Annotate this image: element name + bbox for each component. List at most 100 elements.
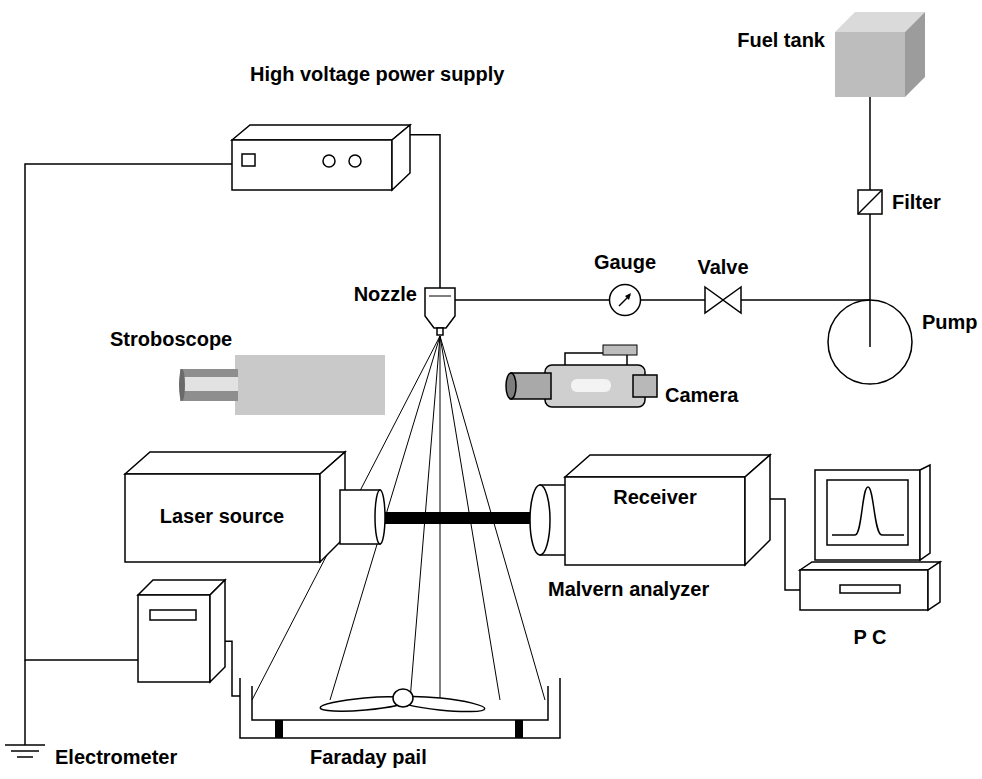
camera: Camera [505, 345, 660, 420]
receiver: ReceiverMalvern analyzer [530, 455, 770, 565]
ground-wire [25, 164, 232, 660]
pump-symbol: Pump [825, 292, 915, 387]
fuel-tank-outline [835, 12, 925, 97]
part-label: Stroboscope [110, 327, 232, 351]
electrometer: Electrometer [138, 580, 225, 682]
fuel-pipe [869, 97, 871, 190]
signal-cable [225, 641, 240, 696]
part-label: Nozzle [354, 282, 417, 306]
nozzle-outline-part [437, 328, 443, 335]
ground-bar [5, 744, 45, 746]
ground-symbol [5, 660, 45, 757]
receiver-outline-part [530, 485, 550, 555]
faraday-pail-outline [240, 668, 560, 738]
computer-outline-part [815, 470, 920, 560]
receiver-outline-part [565, 455, 770, 477]
electrometer-outline [138, 580, 225, 682]
laser-source-outline-part [375, 490, 385, 544]
faraday-pail: Faraday pail [240, 668, 560, 738]
nozzle-outline-part [425, 288, 455, 328]
laser-source-outline-part [125, 452, 345, 474]
part-label: Gauge [594, 250, 656, 274]
faraday-pail-outline-part [393, 689, 413, 707]
power-supply-outline-part [392, 125, 410, 190]
part-label: Receiver [613, 485, 696, 509]
laser-source-outline-part [125, 474, 320, 562]
ground-bar [17, 756, 33, 758]
hv-wire [410, 135, 440, 288]
part-label: Fuel tank [737, 28, 825, 52]
power-supply-outline-part [349, 155, 361, 167]
stroboscope-outline-part [179, 369, 185, 401]
power-supply-outline-part [232, 125, 410, 140]
receiver-outline-part [745, 455, 770, 565]
pump-symbol-outline-part [825, 299, 870, 301]
part-label: Faraday pail [310, 745, 427, 769]
filter-symbol-outline-part [858, 190, 882, 214]
nozzle-outline [425, 288, 455, 336]
computer-outline-part [840, 585, 900, 593]
pressure-gauge-outline [609, 284, 641, 316]
fuel-pipe [741, 299, 825, 301]
computer-outline-part [832, 487, 904, 535]
part-label: Malvern analyzer [548, 577, 709, 601]
pump-symbol-outline-part [869, 292, 871, 347]
electrometer-outline-part [138, 595, 210, 682]
computer-outline-part [928, 562, 940, 610]
camera-outline-part [633, 375, 657, 397]
faraday-pail-outline-part [252, 686, 548, 720]
power-supply-outline-part [323, 155, 335, 167]
camera-outline-part [511, 373, 551, 399]
computer-outline-part [800, 562, 940, 570]
ground-wire [24, 660, 26, 745]
fuel-pipe [641, 299, 705, 301]
laser-beam [385, 512, 530, 524]
fuel-pipe [869, 214, 871, 292]
valve-symbol-outline-part [705, 287, 741, 313]
power-supply-outline-part [232, 140, 392, 190]
faraday-pail-outline-part [240, 678, 560, 738]
computer-outline-part [800, 570, 928, 610]
camera-outline [505, 345, 660, 420]
camera-outline-part [571, 379, 611, 392]
part-label: Pump [922, 310, 978, 334]
part-label: P C [854, 625, 887, 649]
filter-symbol-outline-part [858, 190, 882, 214]
pump-symbol-outline [825, 292, 915, 387]
pressure-gauge-outline-part [625, 293, 631, 300]
pressure-gauge-outline-part [610, 285, 641, 316]
laser-source: Laser source [125, 452, 385, 562]
electrometer-outline-part [210, 580, 225, 682]
faraday-pail-outline-part [515, 720, 523, 738]
stroboscope: Stroboscope [180, 355, 385, 415]
nozzle: Nozzle [425, 288, 455, 336]
stroboscope-outline [180, 355, 385, 415]
fuel-tank-outline-part [835, 32, 905, 97]
part-label: High voltage power supply [250, 62, 504, 86]
signal-cable [770, 499, 800, 590]
stroboscope-outline-part [180, 369, 238, 401]
part-label: Filter [892, 190, 941, 214]
valve-symbol-outline [705, 287, 741, 313]
fuel-tank-outline-part [905, 12, 925, 97]
fuel-pipe [455, 299, 609, 301]
ground-bar [11, 750, 39, 752]
power-supply: High voltage power supply [232, 125, 410, 190]
receiver-outline-part [565, 477, 745, 565]
computer: P C [800, 465, 940, 615]
part-label: Laser source [160, 504, 285, 528]
electrometer-outline-part [150, 610, 196, 620]
laser-source-outline-part [340, 490, 380, 544]
valve-symbol: Valve [705, 287, 741, 313]
nozzle-outline-part [429, 296, 451, 297]
faraday-pail-outline-part [275, 720, 283, 738]
filter-symbol-outline [858, 190, 882, 214]
fuel-tank: Fuel tank [835, 12, 925, 97]
stroboscope-outline-part [235, 355, 385, 415]
camera-outline-part [603, 345, 637, 355]
computer-outline [800, 465, 940, 615]
power-supply-outline-part [242, 154, 255, 166]
power-supply-outline [232, 125, 410, 190]
filter-symbol: Filter [858, 190, 882, 214]
